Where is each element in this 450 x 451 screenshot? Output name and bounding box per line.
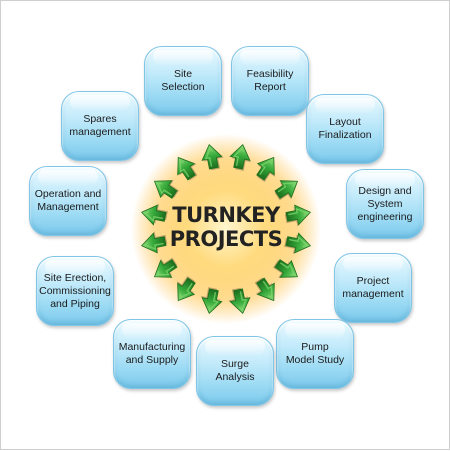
- center-title-line1: TURNKEY: [172, 203, 280, 227]
- green-arrow-icon: [153, 180, 180, 199]
- green-arrow-icon: [284, 232, 312, 255]
- green-arrow-icon: [177, 156, 198, 181]
- green-arrow-icon: [140, 203, 168, 226]
- green-arrow-icon: [177, 275, 196, 302]
- green-arrow-icon: [254, 277, 275, 302]
- green-arrow-icon: [256, 156, 275, 183]
- green-arrow-icon: [201, 143, 224, 171]
- green-arrow-icon: [272, 259, 299, 278]
- arrow-group: [140, 143, 312, 315]
- green-arrow-icon: [284, 204, 312, 227]
- green-arrow-icon: [229, 143, 252, 171]
- center-title: TURNKEY PROJECTS: [166, 203, 286, 251]
- green-arrow-icon: [200, 287, 223, 315]
- green-arrow-icon: [228, 287, 251, 315]
- green-arrow-icon: [153, 257, 178, 278]
- green-arrow-icon: [140, 231, 168, 254]
- center-title-line2: PROJECTS: [169, 227, 283, 251]
- center-glow: [131, 134, 321, 324]
- green-arrow-icon: [274, 180, 299, 201]
